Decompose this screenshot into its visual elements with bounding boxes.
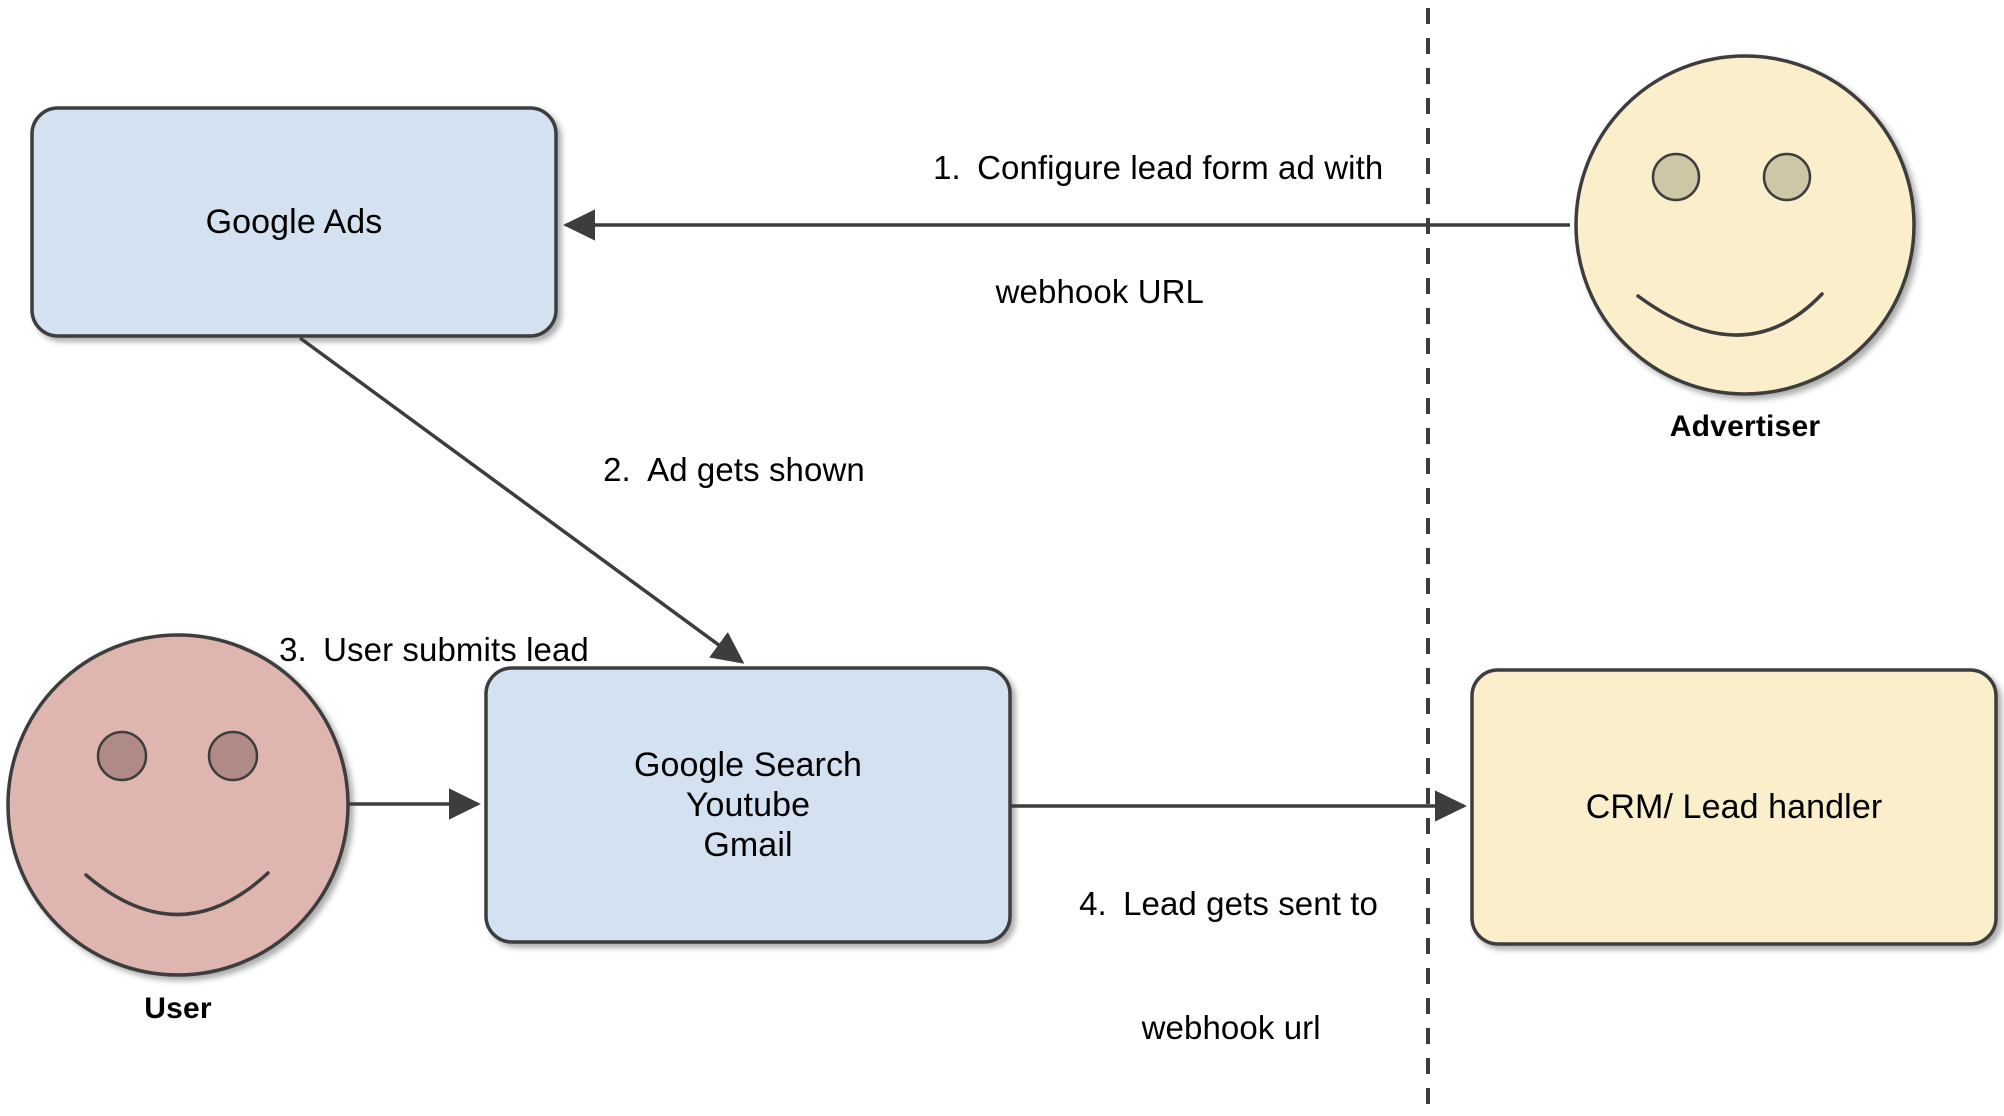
user-caption: User bbox=[8, 992, 348, 1026]
advertiser-right-eye-icon bbox=[1762, 152, 1812, 202]
edge-label-step-4-line-2: webhook url bbox=[1141, 1009, 1321, 1046]
node-advertiser-shape[interactable] bbox=[1574, 54, 1916, 396]
edge-label-step-4-line-1: Lead gets sent to bbox=[1123, 885, 1378, 923]
node-google-ads-shape[interactable] bbox=[30, 106, 558, 338]
edge-google-ads-to-surfaces[interactable] bbox=[298, 336, 745, 664]
advertiser-left-eye-icon bbox=[1651, 152, 1701, 202]
edge-label-step-2-number: 2. bbox=[603, 451, 631, 489]
advertiser-caption-text: Advertiser bbox=[1669, 410, 1821, 443]
edge-label-step-1: 1. Configure lead form ad with webhook UR… bbox=[896, 106, 1383, 436]
user-caption-text: User bbox=[144, 992, 212, 1025]
edge-label-step-1-line-1: Configure lead form ad with bbox=[977, 149, 1384, 187]
advertiser-caption: Advertiser bbox=[1575, 410, 1915, 444]
edge-label-step-3-line-1: User submits lead bbox=[323, 631, 589, 669]
edge-label-step-2: 2. Ad gets shown bbox=[566, 408, 865, 532]
user-face-features bbox=[84, 730, 270, 917]
node-crm-shape[interactable] bbox=[1470, 668, 1998, 946]
edge-label-step-4: 4. Lead gets sent to webhook url bbox=[1042, 842, 1378, 1116]
user-left-eye-icon bbox=[96, 730, 148, 782]
edge-label-step-4-number: 4. bbox=[1079, 885, 1107, 923]
edge-label-step-2-line-1: Ad gets shown bbox=[647, 451, 865, 489]
user-smile-icon bbox=[84, 871, 270, 917]
advertiser-smile-icon bbox=[1636, 292, 1824, 337]
edge-label-step-1-line-2: webhook URL bbox=[995, 273, 1205, 310]
user-right-eye-icon bbox=[207, 730, 259, 782]
advertiser-face-features bbox=[1636, 152, 1824, 337]
node-google-surfaces-shape[interactable] bbox=[484, 666, 1012, 944]
edge-label-step-1-number: 1. bbox=[933, 149, 961, 187]
edge-label-step-3-number: 3. bbox=[279, 631, 307, 669]
edge-label-step-3: 3. User submits lead bbox=[242, 588, 589, 712]
